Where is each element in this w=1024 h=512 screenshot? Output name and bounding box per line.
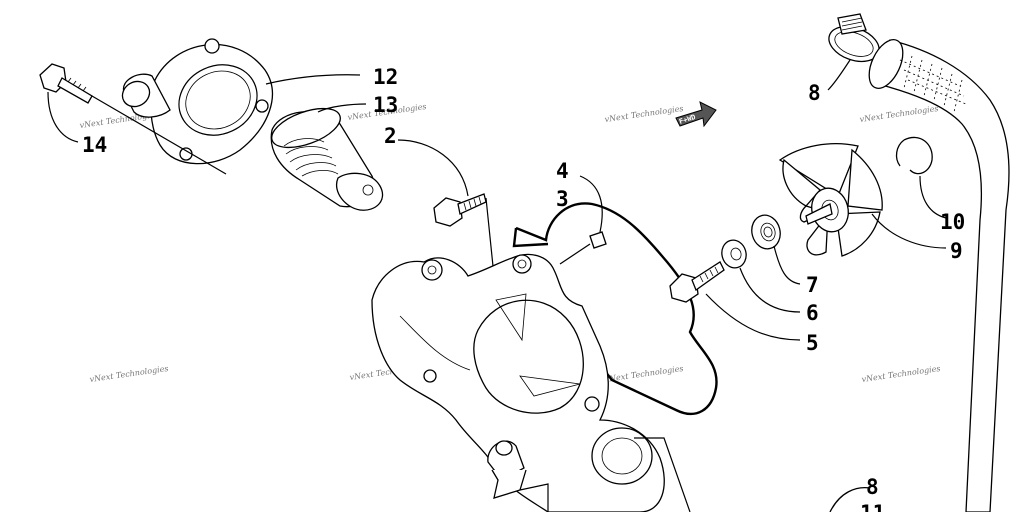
bolt-2: [433, 193, 487, 227]
callout-4: 4: [556, 159, 569, 183]
seal-7: [751, 214, 781, 250]
snap-ring-10: [895, 136, 933, 175]
thermostat-13: [270, 107, 384, 211]
bolt-14: [39, 63, 93, 104]
callout-labels: 12 13 2 14 4 3 8 10 9 7 6 5 8 11: [82, 65, 965, 512]
forward-arrow-label: F+WD: [678, 113, 697, 126]
bolt-5: [669, 261, 725, 303]
forward-arrow-icon: F+WD: [675, 101, 717, 128]
callout-7: 7: [806, 273, 819, 297]
thermostat-housing-12: [91, 38, 273, 175]
impeller-9: [778, 143, 883, 257]
callout-9: 9: [950, 239, 963, 263]
callout-8-bottom: 8: [866, 475, 879, 499]
callout-13: 13: [373, 93, 398, 117]
callout-3: 3: [556, 187, 569, 211]
water-pump-housing: [371, 253, 691, 512]
dowel-pin-4: [559, 175, 607, 265]
callout-10: 10: [940, 210, 965, 234]
callout-12: 12: [373, 65, 398, 89]
callout-14: 14: [82, 133, 107, 157]
callout-8-top: 8: [808, 81, 821, 105]
washer-6: [721, 239, 747, 269]
callout-5: 5: [806, 331, 819, 355]
watermark: vNext Technologies: [859, 104, 939, 124]
watermark: vNext Technologies: [861, 364, 941, 384]
callout-6: 6: [806, 301, 819, 325]
watermark: vNext Technologies: [89, 364, 169, 384]
watermark: vNext Technologies: [604, 104, 684, 124]
callout-11: 11: [860, 501, 885, 512]
hose-clamp-8: [828, 13, 880, 63]
coolant-hose: [829, 39, 1010, 512]
callout-2: 2: [384, 124, 397, 148]
